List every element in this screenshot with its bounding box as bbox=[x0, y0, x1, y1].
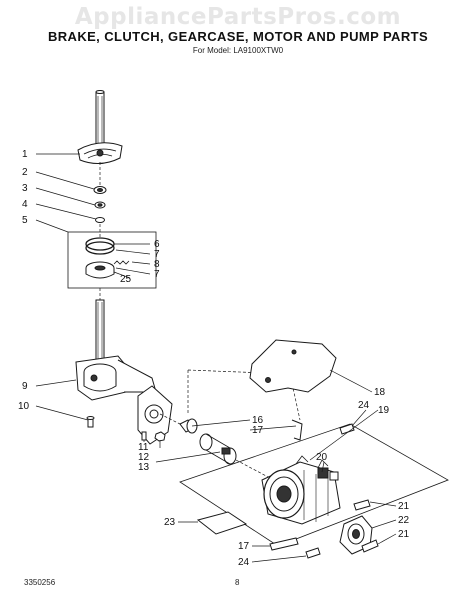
callout-labels: 1 2 3 4 5 6 7 8 7 25 9 10 11 12 13 16 17… bbox=[18, 149, 410, 568]
part-20-terminal bbox=[317, 467, 339, 481]
callout-11: 11 bbox=[138, 442, 149, 453]
part-12-nut bbox=[154, 431, 166, 442]
part-2-washer bbox=[93, 186, 107, 194]
callout-24: 24 bbox=[358, 400, 370, 411]
callout-12: 12 bbox=[138, 452, 150, 463]
callout-17: 17 bbox=[252, 425, 264, 436]
model-subtitle: For Model: LA9100XTW0 bbox=[192, 46, 284, 55]
callout-25: 25 bbox=[120, 274, 132, 285]
callout-24b: 24 bbox=[238, 557, 250, 568]
callout-8: 8 bbox=[154, 259, 160, 270]
callout-17b: 17 bbox=[238, 541, 250, 552]
part-5-clutch-assembly-box bbox=[67, 231, 157, 289]
callout-1: 1 bbox=[22, 149, 28, 160]
callout-6: 6 bbox=[154, 239, 160, 250]
callout-21b: 21 bbox=[398, 529, 410, 540]
part-23-plate bbox=[196, 511, 248, 535]
document-number: 3350256 bbox=[24, 578, 56, 587]
part-3-washer bbox=[94, 201, 106, 209]
callout-16: 16 bbox=[252, 415, 264, 426]
callout-22: 22 bbox=[398, 515, 410, 526]
part-4-washer bbox=[95, 217, 105, 223]
part-9-gearcase bbox=[75, 355, 157, 401]
callout-9: 9 bbox=[22, 381, 28, 392]
part-8-spring bbox=[113, 260, 130, 265]
part-18-shield bbox=[249, 339, 337, 393]
leader-lines bbox=[35, 153, 397, 563]
callout-10: 10 bbox=[18, 401, 30, 412]
part-25-clutch-drum bbox=[85, 261, 115, 279]
callout-4: 4 bbox=[22, 199, 28, 210]
part-17-bracket-upper bbox=[291, 419, 303, 441]
callout-23: 23 bbox=[164, 517, 176, 528]
callout-21: 21 bbox=[398, 501, 410, 512]
callout-13: 13 bbox=[138, 462, 150, 473]
callout-19: 19 bbox=[378, 405, 390, 416]
page-title: BRAKE, CLUTCH, GEARCASE, MOTOR AND PUMP … bbox=[47, 29, 429, 44]
callout-2: 2 bbox=[22, 167, 28, 178]
alignment-lines bbox=[99, 162, 301, 479]
part-22-pump bbox=[339, 515, 373, 555]
part-13-coupling bbox=[199, 433, 237, 465]
callout-7b: 7 bbox=[154, 269, 160, 280]
part-6-clutch-lining bbox=[85, 237, 115, 255]
callout-18: 18 bbox=[374, 387, 386, 398]
part-11-bolt bbox=[141, 431, 147, 441]
part-10-bolt bbox=[86, 416, 95, 428]
part-1-brake-hub bbox=[77, 142, 123, 164]
motor bbox=[261, 455, 341, 525]
part-21-screw-lower bbox=[361, 539, 379, 553]
part-21-screw-upper bbox=[353, 499, 371, 511]
callout-20: 20 bbox=[316, 452, 328, 463]
callout-7: 7 bbox=[154, 249, 160, 260]
drive-shaft bbox=[95, 299, 105, 363]
callout-3: 3 bbox=[22, 183, 28, 194]
part-24-screw-lower bbox=[305, 547, 321, 559]
part-17-bracket-lower bbox=[269, 537, 299, 551]
mounting-plate bbox=[137, 385, 173, 445]
part-24-screw-upper bbox=[339, 423, 355, 435]
callout-5: 5 bbox=[22, 215, 28, 226]
page-number: 8 bbox=[235, 578, 240, 587]
